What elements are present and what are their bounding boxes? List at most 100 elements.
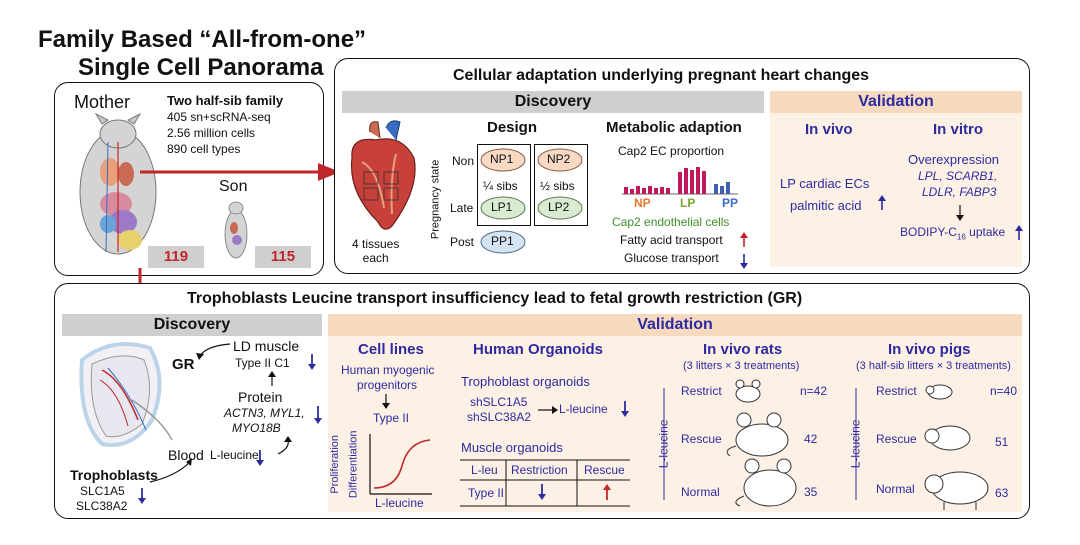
fetus-illustration bbox=[79, 342, 173, 447]
family-stat-2: 2.56 million cells bbox=[167, 126, 256, 140]
protein-genes1: ACTN3, MYL1, bbox=[224, 406, 305, 420]
group-pp: PP bbox=[722, 196, 739, 210]
blood-leucine-label: L-leucine bbox=[210, 448, 259, 462]
pig-np1: NP1 bbox=[490, 152, 514, 166]
pigs-normal-label: Normal bbox=[876, 482, 915, 496]
design-family-box-1 bbox=[477, 144, 531, 226]
invitro-genes2: LDLR, FABP3 bbox=[922, 185, 997, 199]
rats-normal-label: Normal bbox=[681, 485, 720, 499]
glucose-label: Glucose transport bbox=[624, 251, 719, 265]
protein-label: Protein bbox=[238, 389, 283, 405]
protein-genes2: MYO18B bbox=[232, 421, 281, 435]
muscle-organoids-label: Muscle organoids bbox=[461, 440, 563, 455]
family-stat-1: 405 sn+scRNA-seq bbox=[167, 110, 271, 124]
pigs-rescue-n: 51 bbox=[995, 435, 1009, 449]
invitro-line1: Overexpression bbox=[908, 152, 1000, 167]
rats-rescue-label: Rescue bbox=[681, 432, 722, 446]
sh2-label: shSLC38A2 bbox=[467, 410, 532, 424]
slc1a5-label: SLC1A5 bbox=[80, 484, 125, 498]
sibs-half: ½ sibs bbox=[540, 179, 575, 193]
pigs-restrict-n: n=40 bbox=[990, 384, 1018, 398]
son-pig-illustration bbox=[224, 201, 248, 259]
ld-muscle-label: LD muscle bbox=[233, 338, 300, 354]
pig-pp1: PP1 bbox=[491, 234, 514, 248]
family-heading: Two half-sib family bbox=[167, 93, 284, 108]
gr-panel-title: Trophoblasts Leucine transport insuffici… bbox=[187, 290, 803, 307]
rats-restrict-label: Restrict bbox=[681, 384, 722, 398]
table-head-rescue: Rescue bbox=[584, 463, 625, 477]
rats-restrict-n: n=42 bbox=[800, 384, 828, 398]
metabolic-subtitle: Cap2 EC proportion bbox=[618, 144, 725, 158]
group-lp: LP bbox=[680, 196, 696, 210]
gr-discovery-header: Discovery bbox=[62, 314, 322, 336]
pigs-rescue-label: Rescue bbox=[876, 432, 917, 446]
sibs-quarter: ¼ sibs bbox=[483, 179, 518, 193]
design-title: Design bbox=[487, 119, 538, 136]
invitro-title: In vitro bbox=[933, 121, 984, 138]
metabolic-title: Metabolic adaption bbox=[606, 119, 742, 136]
heart-discovery-header: Discovery bbox=[342, 91, 764, 113]
pigs-restrict-label: Restrict bbox=[876, 384, 917, 398]
blood-label: Blood bbox=[168, 447, 204, 463]
invitro-genes1: LPL, SCARB1, bbox=[918, 169, 998, 183]
gr-validation-area bbox=[328, 336, 1022, 512]
design-family-box-2 bbox=[534, 144, 588, 226]
heart-panel-title: Cellular adaptation underlying pregnant … bbox=[453, 67, 870, 84]
troph-organoids-label: Trophoblast organoids bbox=[461, 374, 590, 389]
main-title-line1: Family Based “All-from-one” bbox=[38, 26, 367, 53]
table-head-leu: L-leu bbox=[471, 463, 498, 477]
cell-lines-line1: Human myogenic bbox=[341, 363, 435, 377]
design-row-non: Non bbox=[452, 154, 475, 168]
cell-lines-title: Cell lines bbox=[358, 341, 424, 358]
cell-lines-type2: Type II bbox=[373, 411, 410, 425]
organoid-leucine-label: L-leucine bbox=[559, 402, 608, 416]
table-head-restriction: Restriction bbox=[511, 463, 568, 477]
family-stat-3: 890 cell types bbox=[167, 142, 241, 156]
invivo-line2: palmitic acid bbox=[790, 198, 862, 213]
invivo-title: In vivo bbox=[805, 121, 853, 138]
mother-label: Mother bbox=[74, 92, 131, 112]
type2c1-label: Type II C1 bbox=[235, 356, 290, 370]
main-title-line2: Single Cell Panorama bbox=[78, 54, 324, 81]
rats-rescue-n: 42 bbox=[804, 432, 818, 446]
cell-lines-line2: progenitors bbox=[357, 378, 418, 392]
tissues-label: 4 tissues each bbox=[352, 237, 400, 265]
invitro-uptake: BODIPY-C16 uptake bbox=[900, 225, 1006, 242]
gr-validation-header: Validation bbox=[328, 314, 1022, 336]
slc38a2-label: SLC38A2 bbox=[76, 499, 128, 513]
group-np: NP bbox=[634, 196, 651, 210]
pigs-title: In vivo pigs bbox=[888, 341, 971, 358]
mother-count-badge: 119 bbox=[148, 246, 204, 268]
design-row-late: Late bbox=[450, 201, 474, 215]
cap2-bar-chart bbox=[622, 167, 738, 195]
cap2-cells-label: Cap2 endothelial cells bbox=[612, 215, 730, 229]
mother-pig-illustration bbox=[79, 112, 157, 255]
invivo-line1: LP cardiac ECs bbox=[780, 176, 870, 191]
rats-normal-n: 35 bbox=[804, 485, 818, 499]
pig-lp2: LP2 bbox=[548, 200, 570, 214]
pigs-subtitle: (3 half-sib litters × 3 treatments) bbox=[856, 360, 1011, 372]
son-count-badge: 115 bbox=[255, 246, 311, 268]
heart-validation-area bbox=[770, 113, 1022, 267]
fatty-acid-label: Fatty acid transport bbox=[620, 233, 723, 247]
organoids-title: Human Organoids bbox=[473, 341, 604, 358]
gr-label: GR bbox=[172, 356, 195, 373]
design-row-post: Post bbox=[450, 235, 475, 249]
trophoblasts-label: Trophoblasts bbox=[70, 467, 158, 483]
cell-lines-xlab: L-leucine bbox=[375, 496, 424, 510]
pig-np2: NP2 bbox=[547, 152, 571, 166]
son-label: Son bbox=[219, 178, 248, 195]
sh1-label: shSLC1A5 bbox=[470, 395, 528, 409]
heart-validation-header: Validation bbox=[770, 91, 1022, 113]
rats-subtitle: (3 litters × 3 treatments) bbox=[683, 360, 800, 372]
rats-title: In vivo rats bbox=[703, 341, 783, 358]
table-row-type2: Type II bbox=[468, 486, 505, 500]
